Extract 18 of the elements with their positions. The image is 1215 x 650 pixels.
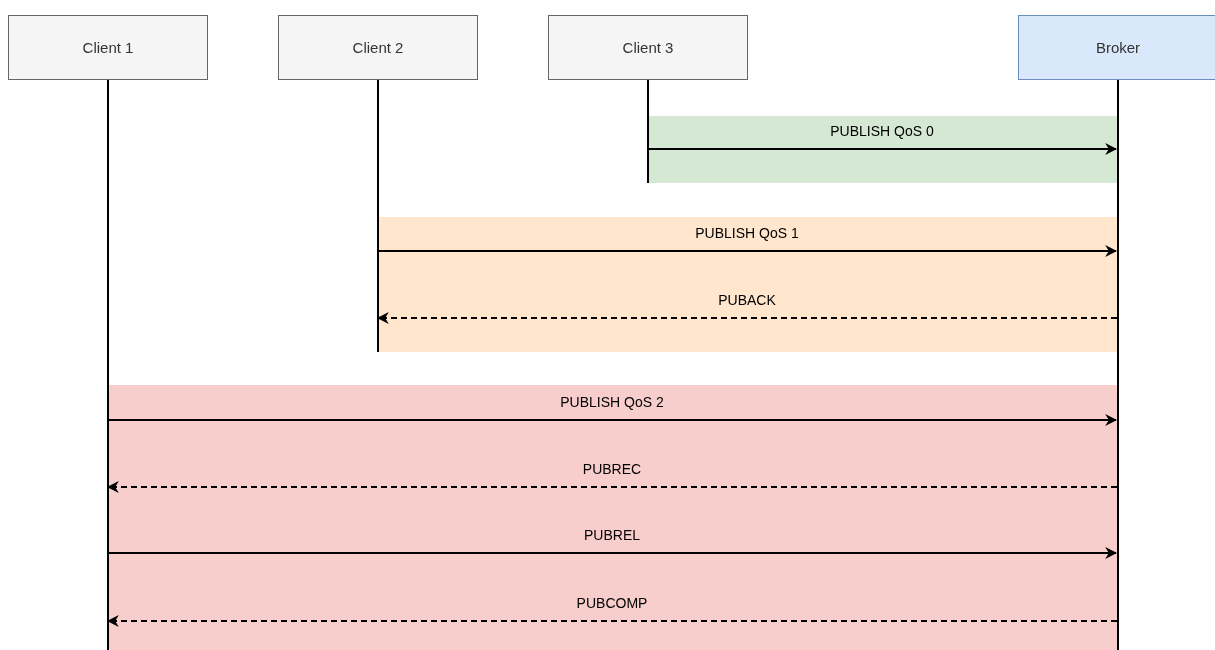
message-arrow [106, 481, 1118, 493]
message-arrow [106, 615, 1118, 627]
participant-name: Client 2 [352, 39, 404, 56]
message-label: PUBCOMP [576, 595, 648, 611]
message-arrow [376, 245, 1118, 257]
participant-name: Broker [1095, 39, 1141, 56]
message-label: PUBLISH QoS 0 [830, 123, 934, 139]
message-label: PUBLISH QoS 1 [695, 225, 799, 241]
message-label: PUBACK [718, 292, 776, 308]
message-arrow [106, 414, 1118, 426]
participant-name: Client 1 [82, 39, 134, 56]
participant-name: Client 3 [622, 39, 674, 56]
message-label: PUBREL [584, 527, 640, 543]
message-arrow [106, 547, 1118, 559]
message-label: PUBREC [582, 461, 642, 477]
message-label: PUBLISH QoS 2 [560, 394, 664, 410]
message-arrow [376, 312, 1118, 324]
message-arrow [646, 143, 1118, 155]
